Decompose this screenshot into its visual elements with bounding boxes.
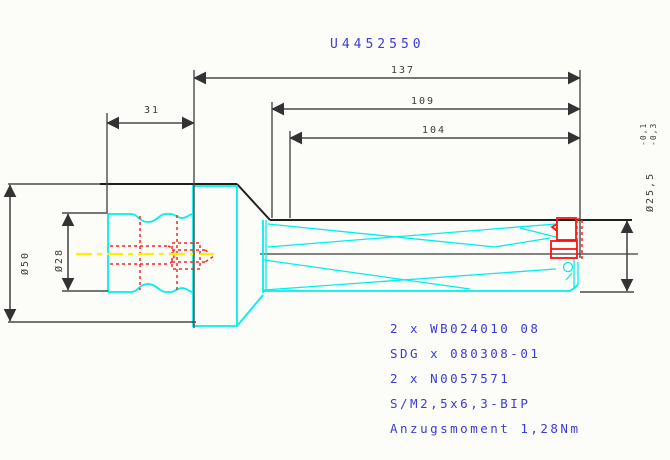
- dim-tol-upper: -0,1: [639, 123, 648, 146]
- flute-line-1: [267, 223, 557, 248]
- parts-list-line-2: SDG x 080308-01: [390, 346, 540, 361]
- collar-outline: [192, 185, 238, 327]
- insert-assembly: [550, 217, 583, 259]
- tip-detail-line-2: [565, 272, 573, 281]
- parts-list-line-4: S/M2,5x6,3-BIP: [390, 396, 530, 411]
- collar-taper-bottom: [236, 294, 264, 327]
- flute-line-3: [494, 237, 551, 248]
- shank-bottom-edge: [108, 283, 194, 293]
- dim-label-dia50: Ø50: [19, 251, 31, 275]
- dimension-dia28: Ø28: [53, 212, 108, 292]
- dim-tol-lower: -0,3: [649, 123, 658, 146]
- outer-insert: [556, 217, 577, 241]
- drill-body: [262, 220, 579, 293]
- dimension-104: 104: [289, 125, 581, 218]
- dim-label-104: 104: [422, 125, 446, 136]
- dimension-dia50: Ø50: [3, 183, 196, 323]
- parts-list-line-5: Anzugsmoment 1,28Nm: [390, 421, 581, 436]
- flute-line-6: [519, 227, 557, 238]
- tip-details: [562, 258, 575, 287]
- dim-label-31: 31: [144, 105, 160, 116]
- tip-bottom-chamfer: [569, 284, 579, 292]
- drawing-number: U4452550: [330, 37, 425, 52]
- dimension-dia25-5: Ø25,5 -0,1 -0,3: [580, 123, 658, 293]
- tool-collar: [192, 185, 264, 327]
- holder-silhouette: [100, 183, 638, 255]
- parts-list-line-3: 2 x N0057571: [390, 371, 510, 386]
- dim-label-dia28: Ø28: [53, 248, 65, 272]
- flute-line-5: [263, 268, 557, 291]
- parts-list-line-1: 2 x WB024010 08: [390, 321, 540, 336]
- dimension-137: 137: [193, 65, 581, 328]
- bore-cap: [167, 245, 175, 265]
- parts-list: 2 x WB024010 08 SDG x 080308-01 2 x N005…: [390, 321, 581, 436]
- flute-line-2: [267, 223, 496, 248]
- dim-label-137: 137: [391, 65, 415, 76]
- clamp-screw-head: [562, 261, 574, 273]
- shank-top-edge: [108, 213, 194, 223]
- flute-line-4: [263, 259, 471, 290]
- dim-label-109: 109: [411, 96, 435, 107]
- small-bore-cone: [204, 249, 216, 263]
- holder-taper-edge: [236, 183, 271, 221]
- dimension-31: 31: [106, 105, 195, 212]
- dimension-109: 109: [271, 96, 581, 218]
- thread-pocket-hidden: [171, 242, 201, 270]
- dim-label-dia25-5: Ø25,5: [644, 172, 656, 212]
- insert-clamp-notch: [550, 223, 558, 232]
